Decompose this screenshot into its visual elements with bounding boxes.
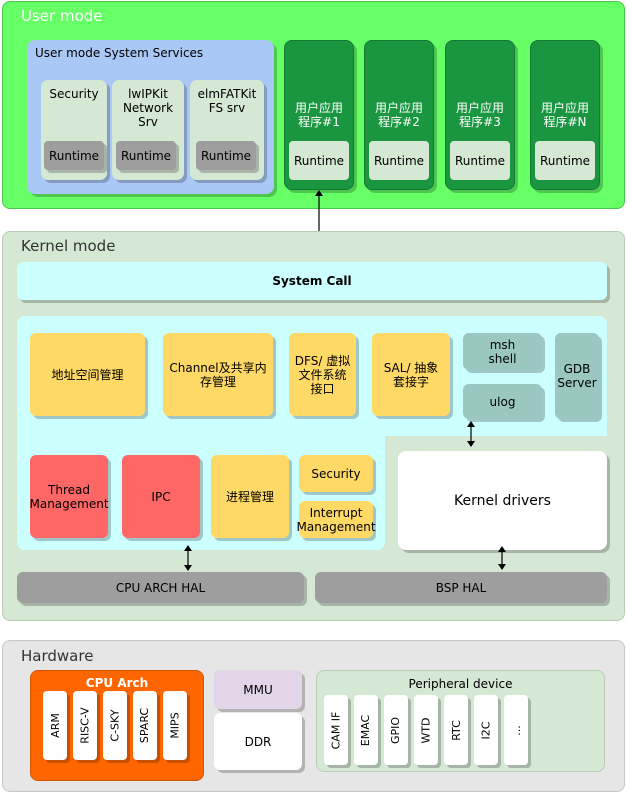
system-services-title: User mode System Services xyxy=(35,46,204,60)
interrupt-management-module: Interrupt Management xyxy=(296,501,376,538)
cpu-arch-label: C-SKY xyxy=(108,709,122,742)
peripheral-label: I2C xyxy=(479,721,493,739)
peripheral-label: GPIO xyxy=(389,716,403,744)
cpu-arch-sparc: SPARC xyxy=(133,691,157,760)
service-runtime: Runtime xyxy=(196,141,256,170)
user-app-runtime: Runtime xyxy=(369,141,429,180)
kernel-mode-title: Kernel mode xyxy=(21,237,116,255)
kernel-drivers: Kernel drivers xyxy=(398,451,607,550)
thread-management-module: Thread Management xyxy=(29,455,109,538)
peripheral-label: CAM IF xyxy=(329,711,343,749)
user-app-label: 用户应用程序#2 xyxy=(374,101,423,129)
hardware-title: Hardware xyxy=(21,647,94,665)
system-call-label: System Call xyxy=(272,274,352,288)
cpu-arch-csky: C-SKY xyxy=(103,691,127,760)
user-app-runtime: Runtime xyxy=(450,141,510,180)
user-app-label: 用户应用程序#N xyxy=(540,101,589,129)
peripheral-title: Peripheral device xyxy=(408,677,513,691)
user-app-label: 用户应用程序#1 xyxy=(294,101,343,129)
ulog-drivers-arrow xyxy=(467,421,475,447)
peripheral-gpio: GPIO xyxy=(384,695,408,765)
channel-module: Channel及共享内存管理 xyxy=(163,333,273,416)
cpu-arch-hal: CPU ARCH HAL xyxy=(17,572,304,603)
cpu-arch-mips: MIPS xyxy=(163,691,187,760)
service-runtime: Runtime xyxy=(44,141,104,170)
peripheral-rtc: RTC xyxy=(444,695,468,765)
system-call: System Call xyxy=(17,262,607,300)
bsp-hal: BSP HAL xyxy=(315,572,607,603)
cpu-arch-riscv: RISC-V xyxy=(73,691,97,760)
peripheral-cam-if: CAM IF xyxy=(324,695,348,765)
ddr-box: DDR xyxy=(214,713,302,770)
user-app-runtime: Runtime xyxy=(535,141,595,180)
cpu-arch-label: SPARC xyxy=(138,707,152,744)
msh-module: msh shell xyxy=(463,333,542,370)
mmu-box: MMU xyxy=(214,670,302,709)
gdb-server-module: GDB Server xyxy=(555,333,599,419)
address-space-module: 地址空间管理 xyxy=(30,333,145,416)
cpu-arch-arm: ARM xyxy=(43,691,67,760)
ipc-module: IPC xyxy=(122,455,200,538)
cpu-arch-label: ARM xyxy=(48,713,62,738)
cpu-arch-label: RISC-V xyxy=(78,707,92,744)
service-label: lwIPKit Network Srv xyxy=(122,87,174,129)
peripheral-wtd: WTD xyxy=(414,695,438,765)
peripheral-i2c: I2C xyxy=(474,695,498,765)
security-module: Security xyxy=(299,455,373,492)
dfs-module: DFS/ 虚拟文件系统接口 xyxy=(289,333,356,416)
service-label: Security xyxy=(49,87,99,101)
service-runtime: Runtime xyxy=(116,141,176,170)
cpu-arch-label: MIPS xyxy=(168,712,182,739)
peripheral-emac: EMAC xyxy=(354,695,378,765)
sal-module: SAL/ 抽象套接字 xyxy=(372,333,450,416)
drivers-bsp-hal-arrow xyxy=(498,546,506,570)
peripheral-label: EMAC xyxy=(359,714,373,746)
peripheral-label: RTC xyxy=(449,719,463,741)
peripheral-label: ... xyxy=(509,724,523,736)
core-cpu-hal-arrow xyxy=(184,545,192,571)
peripheral-more: ... xyxy=(504,695,528,765)
user-app-runtime: Runtime xyxy=(289,141,349,180)
process-management-module: 进程管理 xyxy=(211,455,289,538)
ulog-module: ulog xyxy=(463,384,542,419)
user-app-label: 用户应用程序#3 xyxy=(455,101,504,129)
peripheral-label: WTD xyxy=(419,716,433,744)
service-label: elmFATKit FS srv xyxy=(197,87,257,115)
cpu-arch-title: CPU Arch xyxy=(85,676,149,690)
user-mode-title: User mode xyxy=(21,7,103,25)
